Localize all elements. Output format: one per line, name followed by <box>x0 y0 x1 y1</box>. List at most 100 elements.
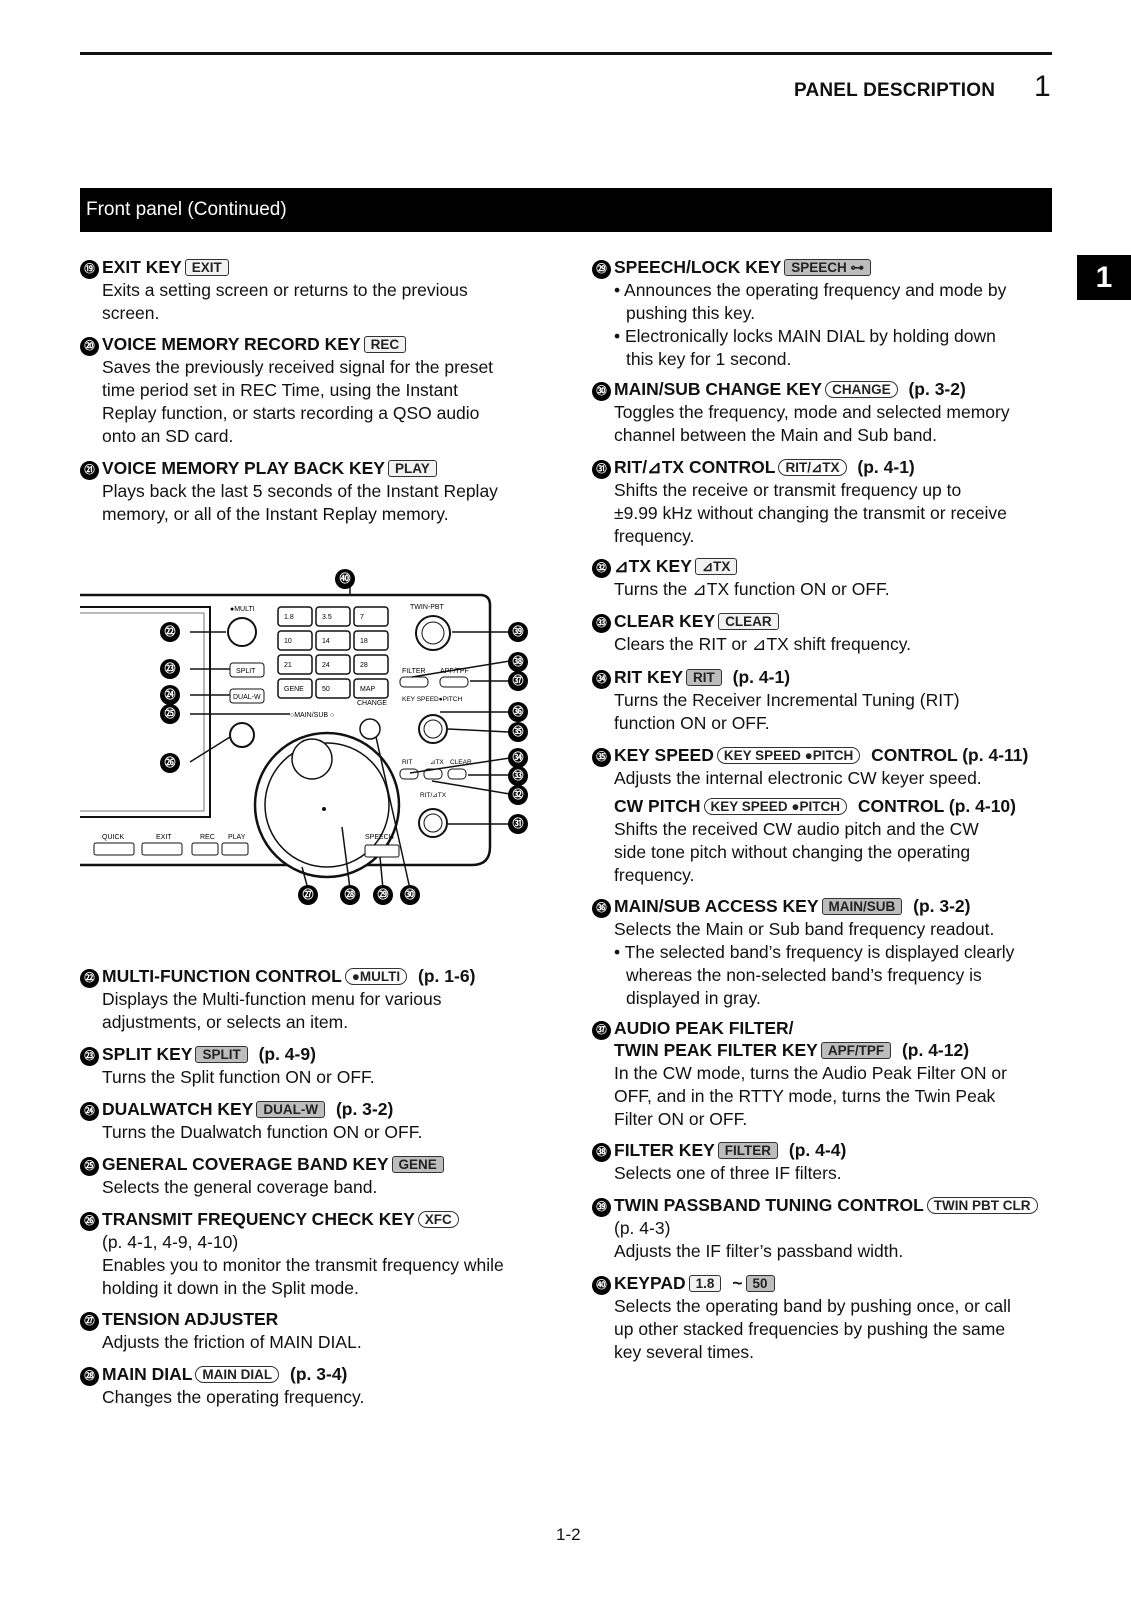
key-label: TWIN PBT CLR <box>926 1197 1038 1214</box>
entry-title-text: SPEECH/LOCK KEY <box>614 257 782 277</box>
entry-ref: (p. 4-9) <box>253 1044 316 1064</box>
entry-title-text: TENSION ADJUSTER <box>102 1309 279 1329</box>
entry-line: Turns the ⊿TX function ON or OFF. <box>614 579 890 599</box>
entry-title-text: RIT/⊿TX CONTROL <box>614 457 776 477</box>
key-label: KEY SPEED ●PITCH <box>716 747 861 764</box>
chapter-number: 1 <box>1034 70 1051 103</box>
item-number: ㉙ <box>592 260 611 279</box>
entry-title-text: FILTER KEY <box>614 1140 715 1160</box>
entry-line: Adjusts the friction of MAIN DIAL. <box>102 1332 362 1352</box>
entry-ref: CONTROL (p. 4-10) <box>852 796 1016 816</box>
keypad-key <box>315 606 351 627</box>
keypad-key-label: 3.5 <box>322 614 332 621</box>
callout-33: ㉝ <box>508 766 528 786</box>
entry-line: ±9.99 kHz without changing the transmit … <box>614 503 1007 523</box>
entry-line: Filter ON or OFF. <box>614 1109 748 1129</box>
key-label: RIT <box>686 669 722 686</box>
entry-ref: (p. 3-4) <box>285 1364 348 1384</box>
key-label: CHANGE <box>825 381 898 398</box>
entry-title-text: ⊿TX KEY <box>614 556 692 576</box>
item-number: ㉕ <box>80 1157 99 1176</box>
keypad-key <box>353 606 389 627</box>
callout-34: ㉞ <box>508 748 528 768</box>
entry-line: channel between the Main and Sub band. <box>614 425 938 445</box>
rit-label: RIT <box>402 759 413 766</box>
entry-title-text: AUDIO PEAK FILTER/ <box>614 1018 794 1038</box>
item-number: ㉗ <box>80 1312 99 1331</box>
keypad-key-label: 7 <box>360 614 364 621</box>
key-label: XFC <box>417 1211 459 1228</box>
keypad-key-label: 50 <box>322 686 330 693</box>
chapter-side-tab: 1 <box>1077 255 1131 300</box>
entry-line: Saves the previously received signal for… <box>102 357 494 377</box>
callout-35: ㉟ <box>508 722 528 742</box>
entry-ref: (p. 4-4) <box>784 1140 847 1160</box>
entry-line: this key for 1 second. <box>626 349 792 369</box>
key-label: MAIN/SUB <box>821 898 903 915</box>
key-label: ⊿TX <box>694 558 738 575</box>
entry-title-text: KEYPAD <box>614 1273 686 1293</box>
entry-line: (p. 4-1, 4-9, 4-10) <box>102 1232 239 1252</box>
item-number: ㊲ <box>592 1021 611 1040</box>
keypad-key <box>315 654 351 675</box>
entry-line: Selects the general coverage band. <box>102 1177 378 1197</box>
apf-label: APF/TPF <box>440 668 469 675</box>
item-number: ㉒ <box>80 969 99 988</box>
entry-ref: (p. 4-1) <box>852 457 915 477</box>
entry-title-text: KEY SPEED <box>614 745 714 765</box>
keypad-key <box>315 630 351 651</box>
entry-line: Exits a setting screen or returns to the… <box>102 280 468 300</box>
entry-line: whereas the non-selected band’s frequenc… <box>626 965 982 985</box>
entry-line: • Announces the operating frequency and … <box>614 280 1007 300</box>
key-label: SPLIT <box>195 1046 248 1063</box>
key-label: GENE <box>391 1156 444 1173</box>
entry-line: holding it down in the Split mode. <box>102 1278 359 1298</box>
item-number: ⑲ <box>80 260 99 279</box>
callout-40: ㊵ <box>335 569 355 589</box>
rec-label: REC <box>200 834 215 841</box>
filter-label: FILTER <box>402 668 426 675</box>
key-label: APF/TPF <box>820 1042 892 1059</box>
callout-25: ㉕ <box>160 704 180 724</box>
callout-28: ㉘ <box>340 885 360 905</box>
entry-line: Shifts the received CW audio pitch and t… <box>614 819 979 839</box>
entry-ref: CONTROL (p. 4-11) <box>866 745 1029 765</box>
multi-label: ●MULTI <box>230 606 255 613</box>
item-number: ⑳ <box>80 337 99 356</box>
key-label-2: 50 <box>745 1275 775 1292</box>
entry-line: (p. 4-3) <box>614 1218 671 1238</box>
exit-label: EXIT <box>156 834 172 841</box>
callout-39: ㊴ <box>508 622 528 642</box>
key-label: 1.8 <box>688 1275 722 1292</box>
dtx-label: ⊿TX <box>430 759 444 766</box>
clear-label: CLEAR <box>450 759 472 766</box>
entry-line: Selects one of three IF filters. <box>614 1163 842 1183</box>
entry-title-text: TWIN PEAK FILTER KEY <box>614 1040 818 1060</box>
item-number: ㉞ <box>592 670 611 689</box>
entry-line: displayed in gray. <box>626 988 761 1008</box>
section-title: Front panel (Continued) <box>80 188 1052 232</box>
entry-title-text: MAIN/SUB CHANGE KEY <box>614 379 823 399</box>
